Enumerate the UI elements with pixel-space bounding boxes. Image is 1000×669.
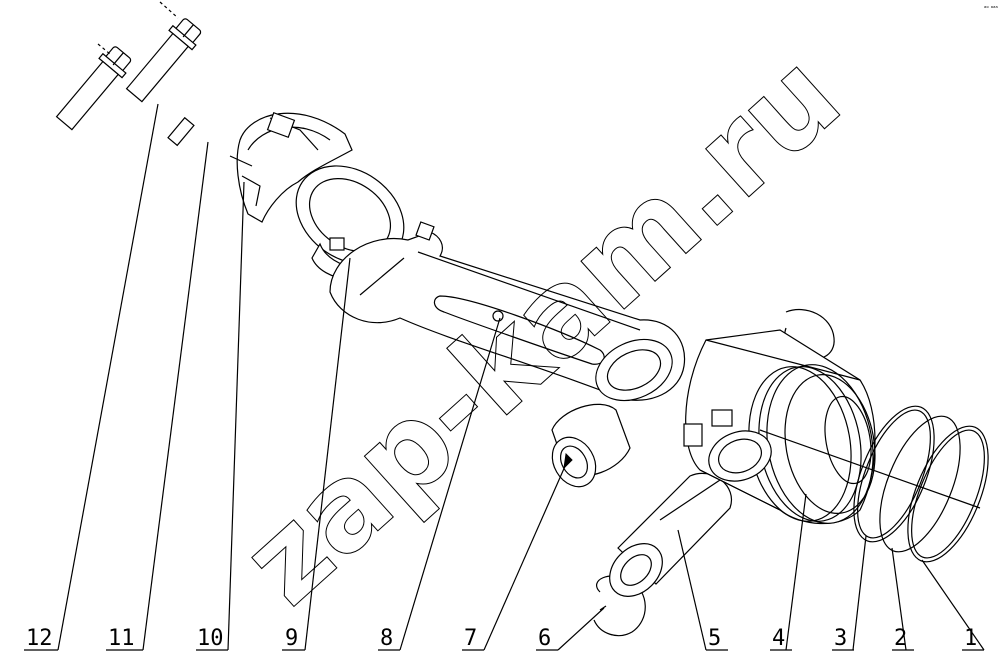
- callout-12: 12: [26, 626, 53, 651]
- connecting-rod-8-drawing: [329, 221, 686, 402]
- rod-cap-10-drawing: [229, 112, 353, 223]
- piston-rings-drawing: [853, 405, 989, 563]
- callout-4: 4: [772, 626, 785, 651]
- dowel-pin-11-drawing: [167, 116, 195, 147]
- callout-2: 2: [894, 626, 907, 651]
- callout-8: 8: [380, 626, 393, 651]
- corner-mark: ᵃᵒ ᵃᵃᵃ: [984, 5, 998, 12]
- callout-3: 3: [834, 626, 847, 651]
- callout-5: 5: [708, 626, 721, 651]
- piston-4-drawing: [683, 329, 981, 525]
- callout-9: 9: [285, 626, 298, 651]
- callout-1: 1: [964, 626, 977, 651]
- callout-7: 7: [464, 626, 477, 651]
- callout-labels: 12 11 10 9 8 7 6 5 4 3 2 1: [26, 626, 977, 651]
- piston-pin-5-drawing: [609, 472, 733, 597]
- callout-10: 10: [197, 626, 224, 651]
- callout-6: 6: [538, 626, 551, 651]
- bolt-12-drawing: [55, 1, 202, 131]
- callout-11: 11: [108, 626, 135, 651]
- small-end-bushing-7-drawing: [551, 403, 631, 488]
- leader-lines: [24, 103, 985, 651]
